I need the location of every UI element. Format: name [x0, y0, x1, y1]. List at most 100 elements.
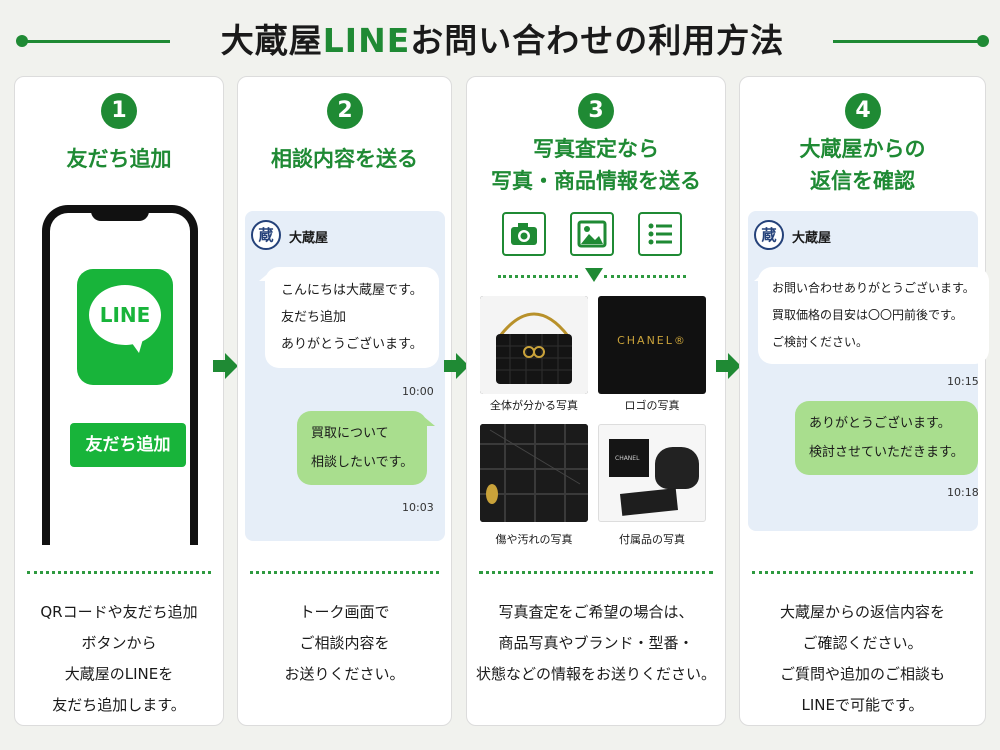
- message-time: 10:15: [947, 375, 979, 388]
- step-title-4: 大蔵屋からの 返信を確認: [740, 133, 985, 197]
- down-arrow-icon: [585, 268, 603, 282]
- message-line: 友だち追加: [281, 310, 347, 325]
- step-number-3: 3: [578, 93, 614, 129]
- dust-bag-shape: [655, 447, 699, 489]
- quilted-corner-icon: [480, 424, 588, 522]
- dotted-connector-left: [498, 275, 578, 278]
- line-logo-label: LINE: [89, 285, 161, 345]
- message-time: 10:00: [402, 385, 434, 398]
- shop-name: 大蔵屋: [289, 231, 329, 246]
- message-line: ご検討ください。: [772, 335, 869, 349]
- message-line: 買取について: [311, 426, 389, 441]
- title-prefix: 大蔵屋: [220, 21, 323, 60]
- bubble-tail: [948, 406, 960, 416]
- step-title-line: 写真・商品情報を送る: [491, 169, 701, 193]
- desc-line: 写真査定をご希望の場合は、: [498, 603, 694, 621]
- desc-line: 商品写真やブランド・型番・: [498, 634, 694, 652]
- photo-caption: 付属品の写真: [619, 533, 685, 546]
- step-number-1: 1: [101, 93, 137, 129]
- step-desc-4: 大蔵屋からの返信内容を ご確認ください。 ご質問や追加のご相談も LINEで可能…: [740, 597, 985, 721]
- title-dot-right: [977, 35, 989, 47]
- title-suffix: お問い合わせの利用方法: [410, 21, 785, 60]
- title-bar: 大蔵屋LINEお問い合わせの利用方法: [0, 0, 1000, 72]
- message-line: ありがとうございます。: [809, 416, 951, 431]
- chat-panel-2: 蔵 大蔵屋 こんにちは大蔵屋です。 友だち追加 ありがとうございます。 10:0…: [245, 211, 445, 541]
- step-card-2: 2 相談内容を送る 蔵 大蔵屋 こんにちは大蔵屋です。 友だち追加 ありがとうご…: [237, 76, 452, 726]
- title-rule-right: [833, 40, 983, 43]
- quilted-bag-icon: [480, 296, 588, 394]
- step-card-3: 3 写真査定なら 写真・商品情報を送る 写真査定をご希望の場合は、 商品写真やブ…: [466, 76, 726, 726]
- desc-line: 大蔵屋からの返信内容を: [779, 603, 945, 621]
- step-title-line: 大蔵屋からの: [799, 137, 926, 161]
- step-number-4: 4: [845, 93, 881, 129]
- step-desc-1: QRコードや友だち追加 ボタンから 大蔵屋のLINEを 友だち追加します。: [15, 597, 223, 721]
- desc-line: QRコードや友だち追加: [40, 603, 198, 621]
- desc-line: お送りください。: [284, 665, 405, 683]
- phone-notch: [91, 205, 149, 221]
- photo-caption: ロゴの写真: [624, 399, 680, 412]
- step-title-3: 写真査定なら 写真・商品情報を送る: [467, 133, 725, 197]
- step-card-1: 1 友だち追加 LINE 友だち追加 QRコードや友だち追加 ボタンから 大蔵屋…: [14, 76, 224, 726]
- message-time: 10:03: [402, 501, 434, 514]
- desc-line: LINEで可能です。: [801, 696, 924, 714]
- desc-line: トーク画面で: [299, 603, 390, 621]
- shop-name: 大蔵屋: [792, 231, 832, 246]
- step-title-line: 返信を確認: [810, 169, 915, 193]
- logo-text: CHANEL®: [617, 334, 687, 347]
- image-icon: [570, 212, 614, 256]
- title-rule-left: [20, 40, 170, 43]
- message-line: お問い合わせありがとうございます。: [772, 281, 975, 295]
- photo-caption: 傷や汚れの写真: [495, 533, 573, 546]
- message-time: 10:18: [947, 486, 979, 499]
- camera-icon: [502, 212, 546, 256]
- title-dot-left: [16, 35, 28, 47]
- desc-line: 状態などの情報をお送りください。: [475, 665, 716, 683]
- desc-line: ボタンから: [81, 634, 157, 652]
- outgoing-message: ありがとうございます。 検討させていただきます。: [795, 401, 978, 475]
- desc-line: ご相談内容を: [299, 634, 390, 652]
- step-number-2: 2: [327, 93, 363, 129]
- phone-mockup: LINE 友だち追加: [42, 205, 198, 545]
- message-line: 相談したいです。: [311, 455, 414, 470]
- step-title-1: 友だち追加: [66, 147, 172, 171]
- step-card-4: 4 大蔵屋からの 返信を確認 蔵 大蔵屋 お問い合わせありがとうございます。 買…: [739, 76, 989, 726]
- bubble-tail: [423, 416, 435, 426]
- photo-caption: 全体が分かる写真: [490, 399, 578, 412]
- incoming-message: お問い合わせありがとうございます。 買取価格の目安は〇〇円前後です。 ご検討くだ…: [758, 267, 989, 364]
- step-divider-3: [479, 571, 713, 574]
- step-divider-1: [27, 571, 211, 574]
- desc-line: 友だち追加します。: [52, 696, 186, 714]
- box-shape: [609, 439, 649, 477]
- box-label: CHANEL: [615, 455, 640, 462]
- step-divider-4: [752, 571, 973, 574]
- list-icon: [638, 212, 682, 256]
- photo-accessories: CHANEL: [598, 424, 706, 522]
- step-divider-2: [250, 571, 439, 574]
- step-desc-2: トーク画面で ご相談内容を お送りください。: [238, 597, 451, 690]
- photo-whole-item: [480, 296, 588, 394]
- message-line: 検討させていただきます。: [809, 445, 964, 460]
- step-title-2: 相談内容を送る: [271, 147, 418, 171]
- photo-damage: [480, 424, 588, 522]
- page-title: 大蔵屋LINEお問い合わせの利用方法: [180, 14, 825, 62]
- desc-line: ご質問や追加のご相談も: [779, 665, 945, 683]
- incoming-message: こんにちは大蔵屋です。 友だち追加 ありがとうございます。: [265, 267, 439, 368]
- card-shape: [620, 488, 678, 516]
- outgoing-message: 買取について 相談したいです。: [297, 411, 428, 485]
- desc-line: ご確認ください。: [802, 634, 923, 652]
- add-friend-button[interactable]: 友だち追加: [70, 423, 186, 467]
- line-logo-tail: [129, 339, 143, 353]
- dotted-connector-right: [604, 275, 686, 278]
- shop-avatar: 蔵: [754, 220, 784, 250]
- message-line: 買取価格の目安は〇〇円前後です。: [772, 308, 963, 322]
- line-app-icon[interactable]: LINE: [77, 269, 173, 385]
- chat-panel-4: 蔵 大蔵屋 お問い合わせありがとうございます。 買取価格の目安は〇〇円前後です。…: [748, 211, 989, 531]
- step-title-line: 写真査定なら: [533, 137, 659, 161]
- step-desc-3: 写真査定をご希望の場合は、 商品写真やブランド・型番・ 状態などの情報をお送りく…: [467, 597, 725, 690]
- photo-logo: CHANEL®: [598, 296, 706, 394]
- title-line-word: LINE: [322, 21, 411, 60]
- message-line: こんにちは大蔵屋です。: [281, 283, 423, 298]
- shop-avatar: 蔵: [251, 220, 281, 250]
- message-line: ありがとうございます。: [281, 337, 423, 352]
- desc-line: 大蔵屋のLINEを: [64, 665, 174, 683]
